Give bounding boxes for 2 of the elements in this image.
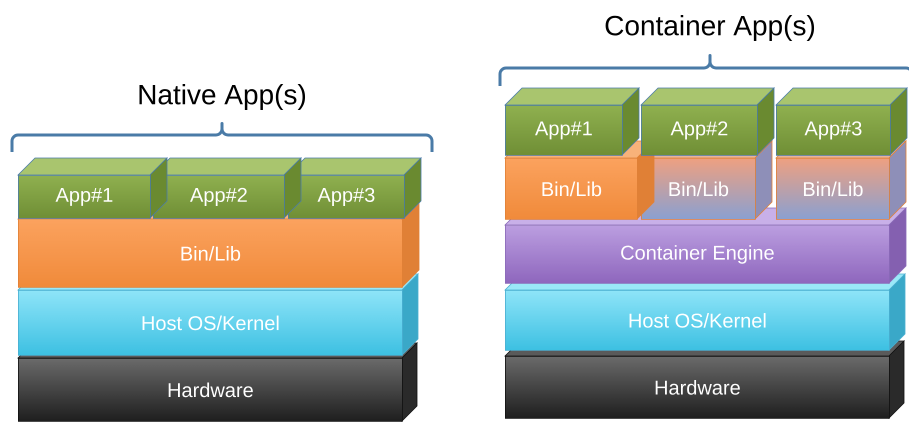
heading: Native App(s) xyxy=(140,84,306,110)
heading: Container App(s) xyxy=(606,14,814,42)
